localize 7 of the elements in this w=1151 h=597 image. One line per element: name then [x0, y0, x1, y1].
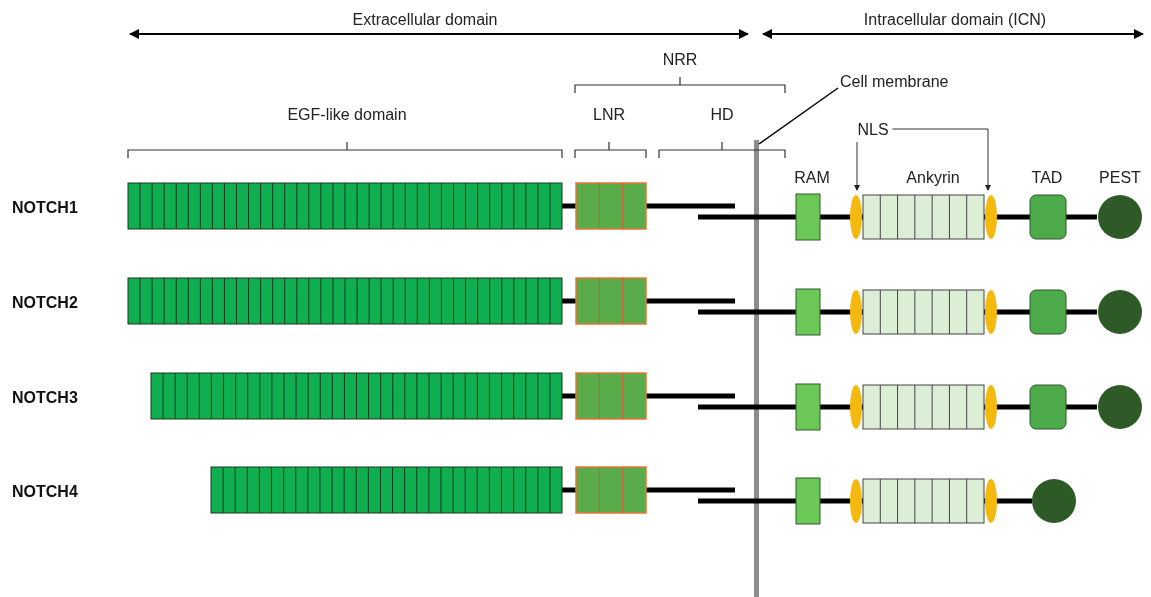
protein-name: NOTCH2	[12, 293, 78, 313]
leader-line	[758, 87, 839, 145]
protein-name: NOTCH4	[12, 482, 78, 502]
membrane-label: Cell membrane	[840, 72, 949, 92]
protein-name: NOTCH3	[12, 388, 78, 408]
cell-membrane-bar	[754, 140, 759, 597]
protein-name: NOTCH1	[12, 198, 78, 218]
